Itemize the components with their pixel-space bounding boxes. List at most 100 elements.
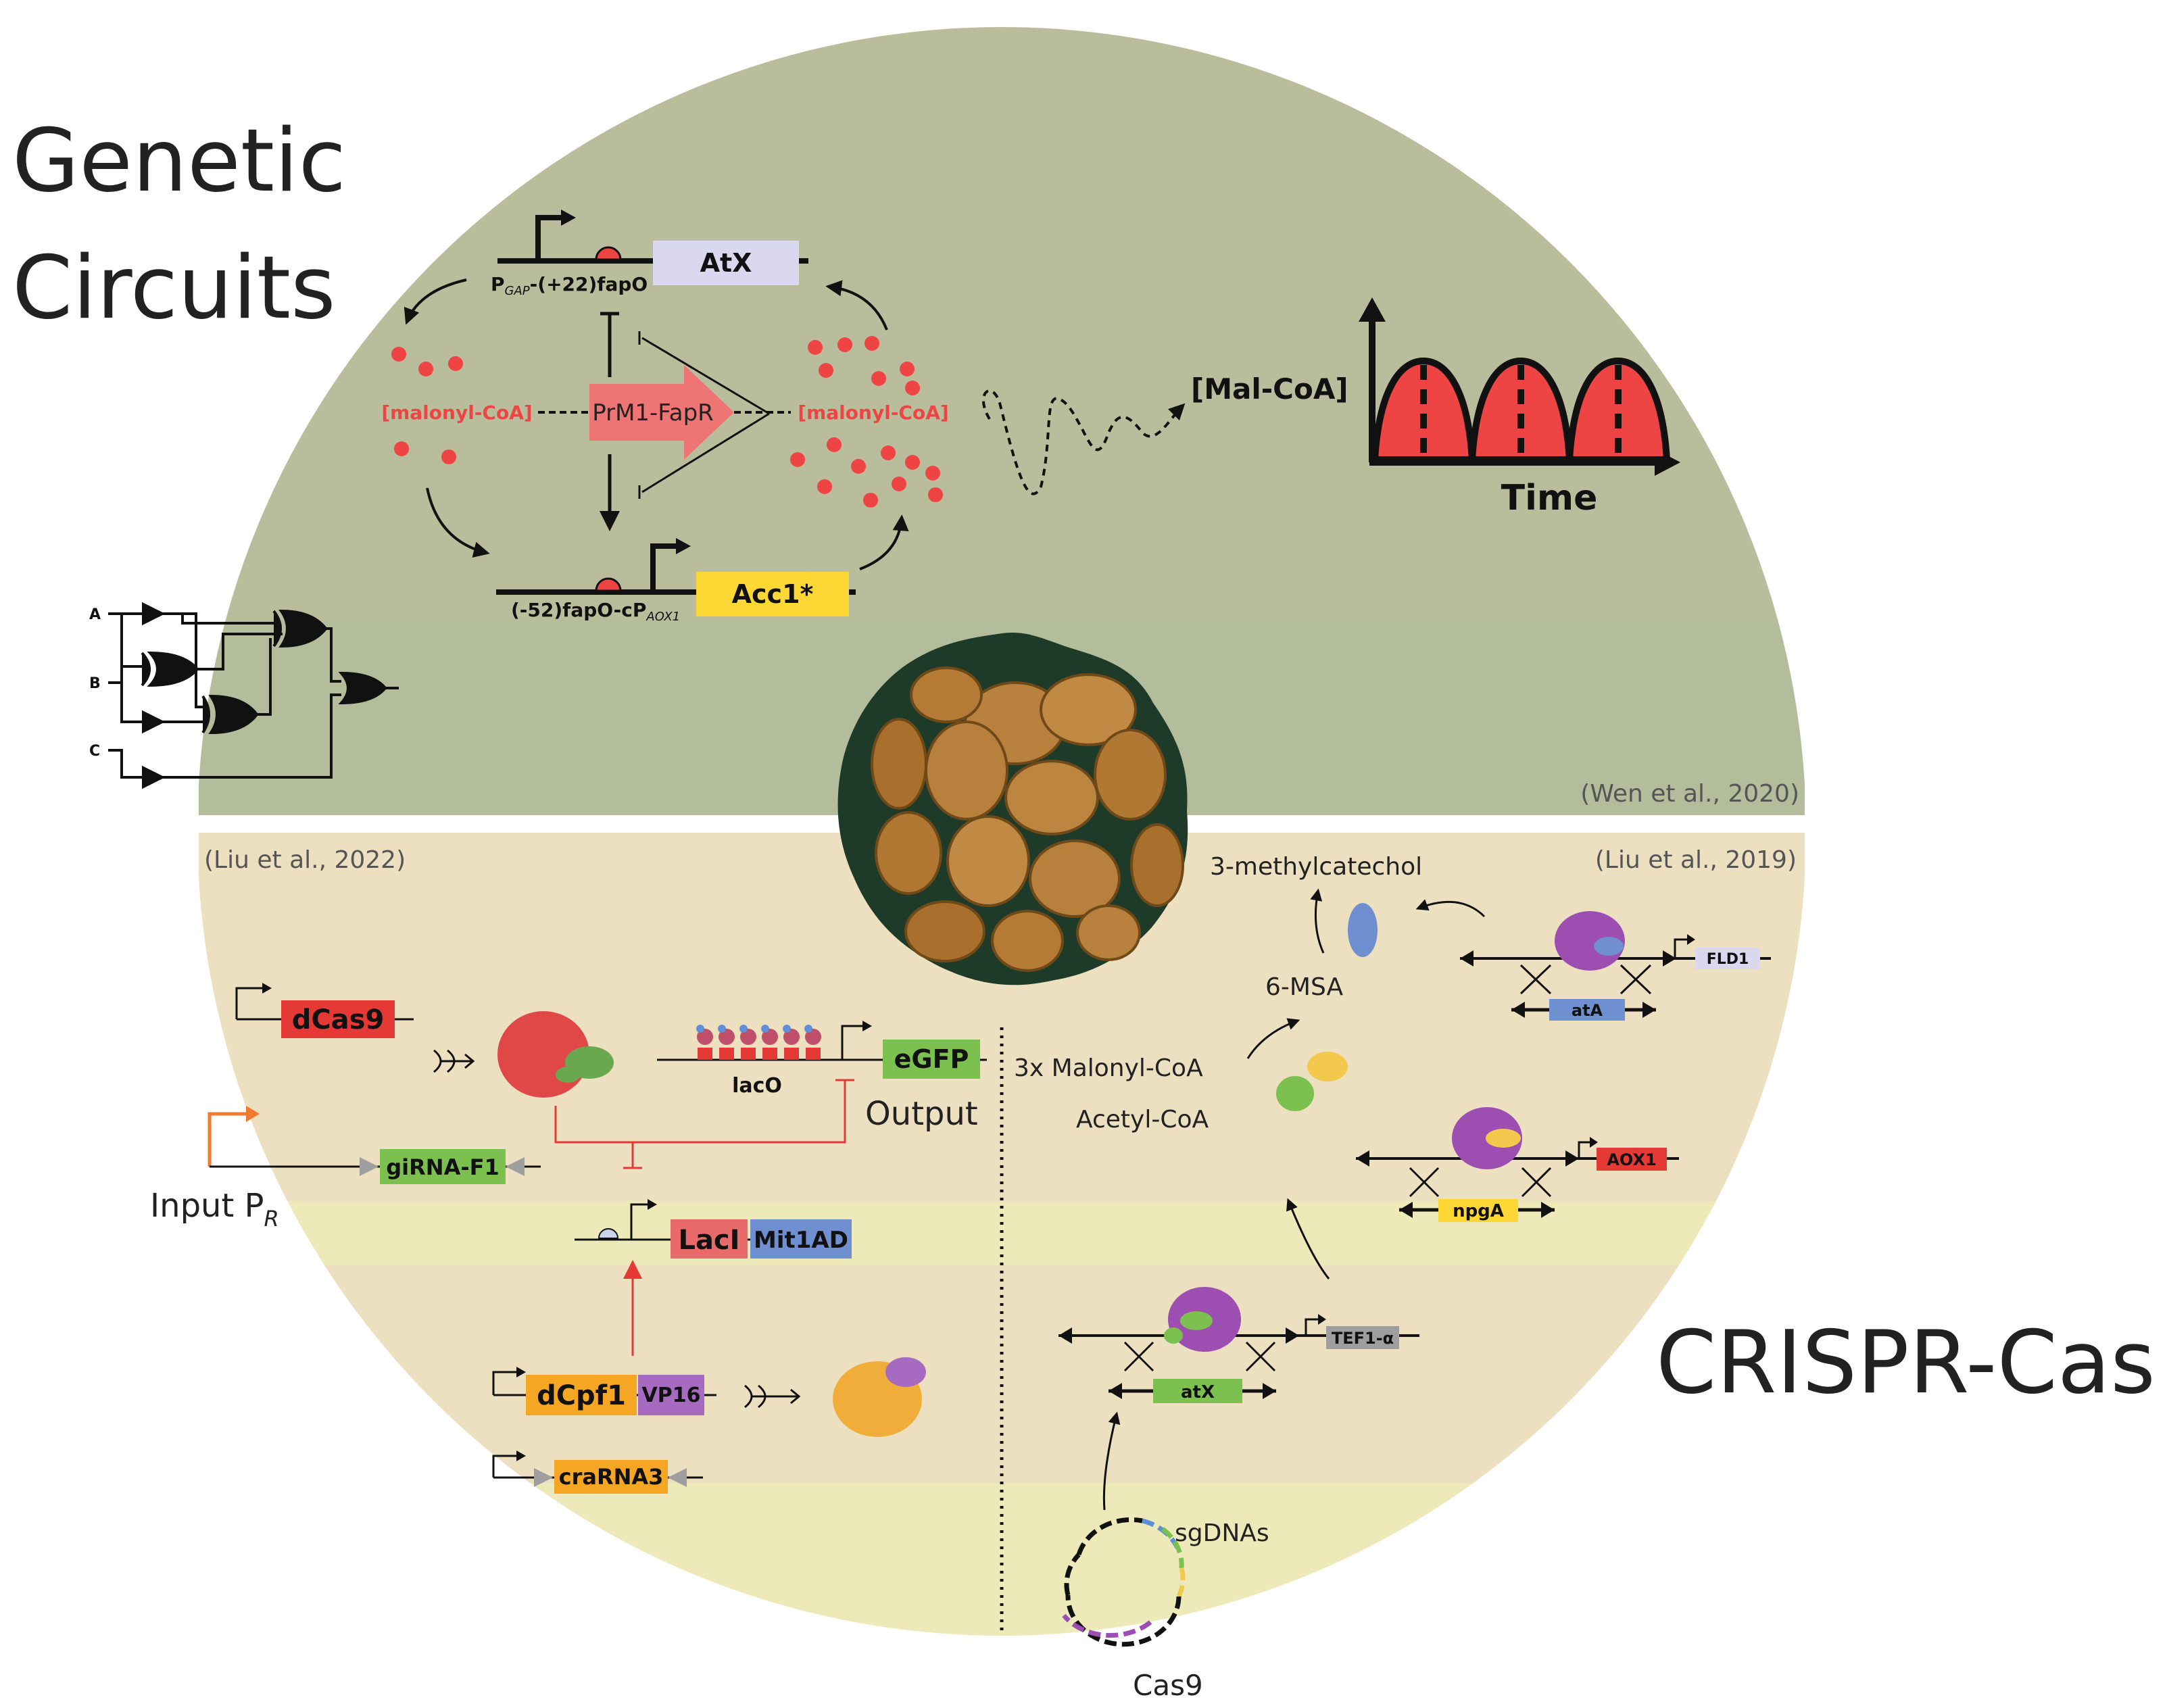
output-label: Output	[865, 1095, 978, 1133]
gene-box-dcpf1	[526, 1375, 637, 1415]
promoter-arrow-icon	[650, 543, 680, 592]
gene-box-crarna3	[554, 1460, 668, 1494]
gene-npga-label: npgA	[1453, 1201, 1504, 1221]
dashed-squiggle	[981, 389, 1186, 495]
laco-label: lacO	[732, 1074, 782, 1098]
logic-gate-circuit: A B C	[89, 602, 399, 789]
gene-aox1-label: AOX1	[1607, 1150, 1656, 1169]
promoter-top-label: PGAP-(+22)fapO	[491, 273, 648, 298]
green-protein-icon	[1276, 1076, 1314, 1111]
logic-input-c: C	[89, 743, 100, 760]
malonyl-coa-label: 3x Malonyl-CoA	[1014, 1054, 1203, 1082]
xor-gate-icon	[141, 651, 199, 687]
gene-box-fld1	[1695, 948, 1760, 969]
metabolite-right-label: [malonyl-CoA]	[798, 401, 948, 424]
promoter-arrow-icon	[235, 987, 266, 1019]
regulator-label: PrM1-FapR	[592, 399, 714, 426]
or-gate-icon	[338, 671, 387, 705]
gene-box-mit1ad	[750, 1219, 852, 1259]
blue-protein-icon	[1348, 903, 1378, 957]
xor-gate-icon	[272, 609, 328, 648]
laco-operator-icon	[696, 1025, 821, 1060]
purple-protein-icon	[1555, 911, 1625, 971]
liu2022-circuit: dCas9 lacO eGFP Outp	[150, 983, 987, 1494]
buffer-gate-icon	[142, 602, 166, 626]
gene-vp16-label: VP16	[642, 1384, 701, 1407]
gene-atx2-label: atX	[1181, 1382, 1215, 1402]
operator-half-circle-icon	[598, 1228, 619, 1239]
metabolite-left-label: [malonyl-CoA]	[381, 401, 532, 424]
yeast-micrograph	[837, 633, 1188, 985]
regulator-arrow-prm1-fapr	[589, 365, 734, 460]
mal-coa-label: [Mal-CoA]	[1191, 372, 1348, 406]
gene-box-vp16	[638, 1375, 704, 1415]
expression-arrow-icon	[744, 1384, 801, 1409]
malonyl-circuit: AtX PGAP-(+22)fapO PrM1-FapR [malonyl-Co…	[381, 210, 949, 624]
promoter-arrow-icon	[492, 1371, 520, 1395]
liu2019-pathway: 3-methylcatechol 6-MSA 3x Malonyl-CoA Ac…	[1014, 853, 1771, 1702]
purple-protein-icon	[1452, 1107, 1522, 1169]
promoter-arrow-icon	[841, 1025, 865, 1060]
gene-fld1-label: FLD1	[1707, 951, 1749, 968]
oscillation-plot: [Mal-CoA] Time	[981, 297, 1680, 518]
input-pr-label: Input PR	[150, 1187, 279, 1231]
citation-liu-2019: (Liu et al., 2019)	[1595, 846, 1797, 874]
gene-dcpf1-label: dCpf1	[537, 1380, 626, 1411]
gene-box-aox1	[1597, 1148, 1667, 1171]
malonyl-dots-right	[790, 336, 943, 508]
title-genetic: Genetic	[12, 111, 346, 212]
time-axis-label: Time	[1501, 478, 1598, 518]
gene-box-acc1	[696, 572, 849, 616]
product-label: 3-methylcatechol	[1210, 853, 1422, 881]
plasmid-icon	[1062, 1517, 1186, 1647]
citation-liu-2022: (Liu et al., 2022)	[204, 846, 406, 874]
gene-girna-label: giRNA-F1	[386, 1154, 499, 1180]
title-circuits: Circuits	[12, 238, 336, 339]
buffer-gate-icon	[142, 765, 166, 789]
title-crispr-cas: CRISPR-Cas	[1656, 1313, 2156, 1413]
input-promoter-arrow-icon	[208, 1112, 251, 1167]
gene-box-atx-2019	[1153, 1379, 1242, 1403]
promoter-bottom-label: (-52)fapO-cPAOX1	[511, 599, 680, 624]
dcas9-protein-icon	[497, 1011, 614, 1098]
gene-dcas9-label: dCas9	[292, 1004, 385, 1035]
gene-box-dcas9	[281, 1000, 395, 1038]
gene-laci-label: LacI	[678, 1225, 739, 1256]
gene-acc1-label: Acc1*	[732, 579, 814, 609]
gene-box-laci	[671, 1219, 748, 1259]
gene-tef1-label: TEF1-α	[1332, 1329, 1394, 1348]
gene-box-npga	[1438, 1199, 1518, 1222]
sgdnas-label: sgDNAs	[1175, 1519, 1269, 1547]
gene-box-ata	[1549, 999, 1625, 1021]
promoter-arrow-icon	[630, 1203, 650, 1240]
msa-label: 6-MSA	[1265, 973, 1343, 1001]
buffer-gate-icon	[142, 710, 166, 734]
logic-input-a: A	[89, 606, 101, 623]
malonyl-dots-left	[391, 347, 463, 464]
dcpf1-protein-icon	[833, 1357, 926, 1437]
gene-box-tef1	[1326, 1326, 1399, 1349]
acetyl-coa-label: Acetyl-CoA	[1076, 1106, 1209, 1133]
gene-crarna3-label: craRNA3	[559, 1464, 664, 1490]
promoter-arrow-icon	[535, 215, 566, 261]
cas9-label: Cas9	[1133, 1669, 1203, 1702]
expression-arrow-icon	[433, 1049, 475, 1073]
gene-ata-label: atA	[1572, 1001, 1603, 1020]
logic-input-b: B	[89, 675, 101, 692]
gene-box-girna	[380, 1149, 506, 1184]
yellow-protein-icon	[1307, 1052, 1348, 1081]
gene-box-egfp	[883, 1040, 980, 1079]
operator-half-circle-icon	[595, 577, 622, 592]
oscillation-peak-1	[1371, 357, 1476, 463]
oscillation-peak-2	[1468, 357, 1574, 463]
citation-wen-2020: (Wen et al., 2020)	[1580, 780, 1799, 808]
gene-atx-label: AtX	[700, 248, 752, 278]
xor-gate-icon	[201, 694, 259, 735]
promoter-arrow-icon	[492, 1455, 520, 1478]
gene-mit1ad-label: Mit1AD	[754, 1227, 848, 1254]
operator-half-circle-icon	[595, 246, 622, 261]
gene-egfp-label: eGFP	[894, 1044, 969, 1074]
oscillation-peak-3	[1565, 357, 1671, 463]
purple-protein-icon	[1164, 1287, 1241, 1352]
